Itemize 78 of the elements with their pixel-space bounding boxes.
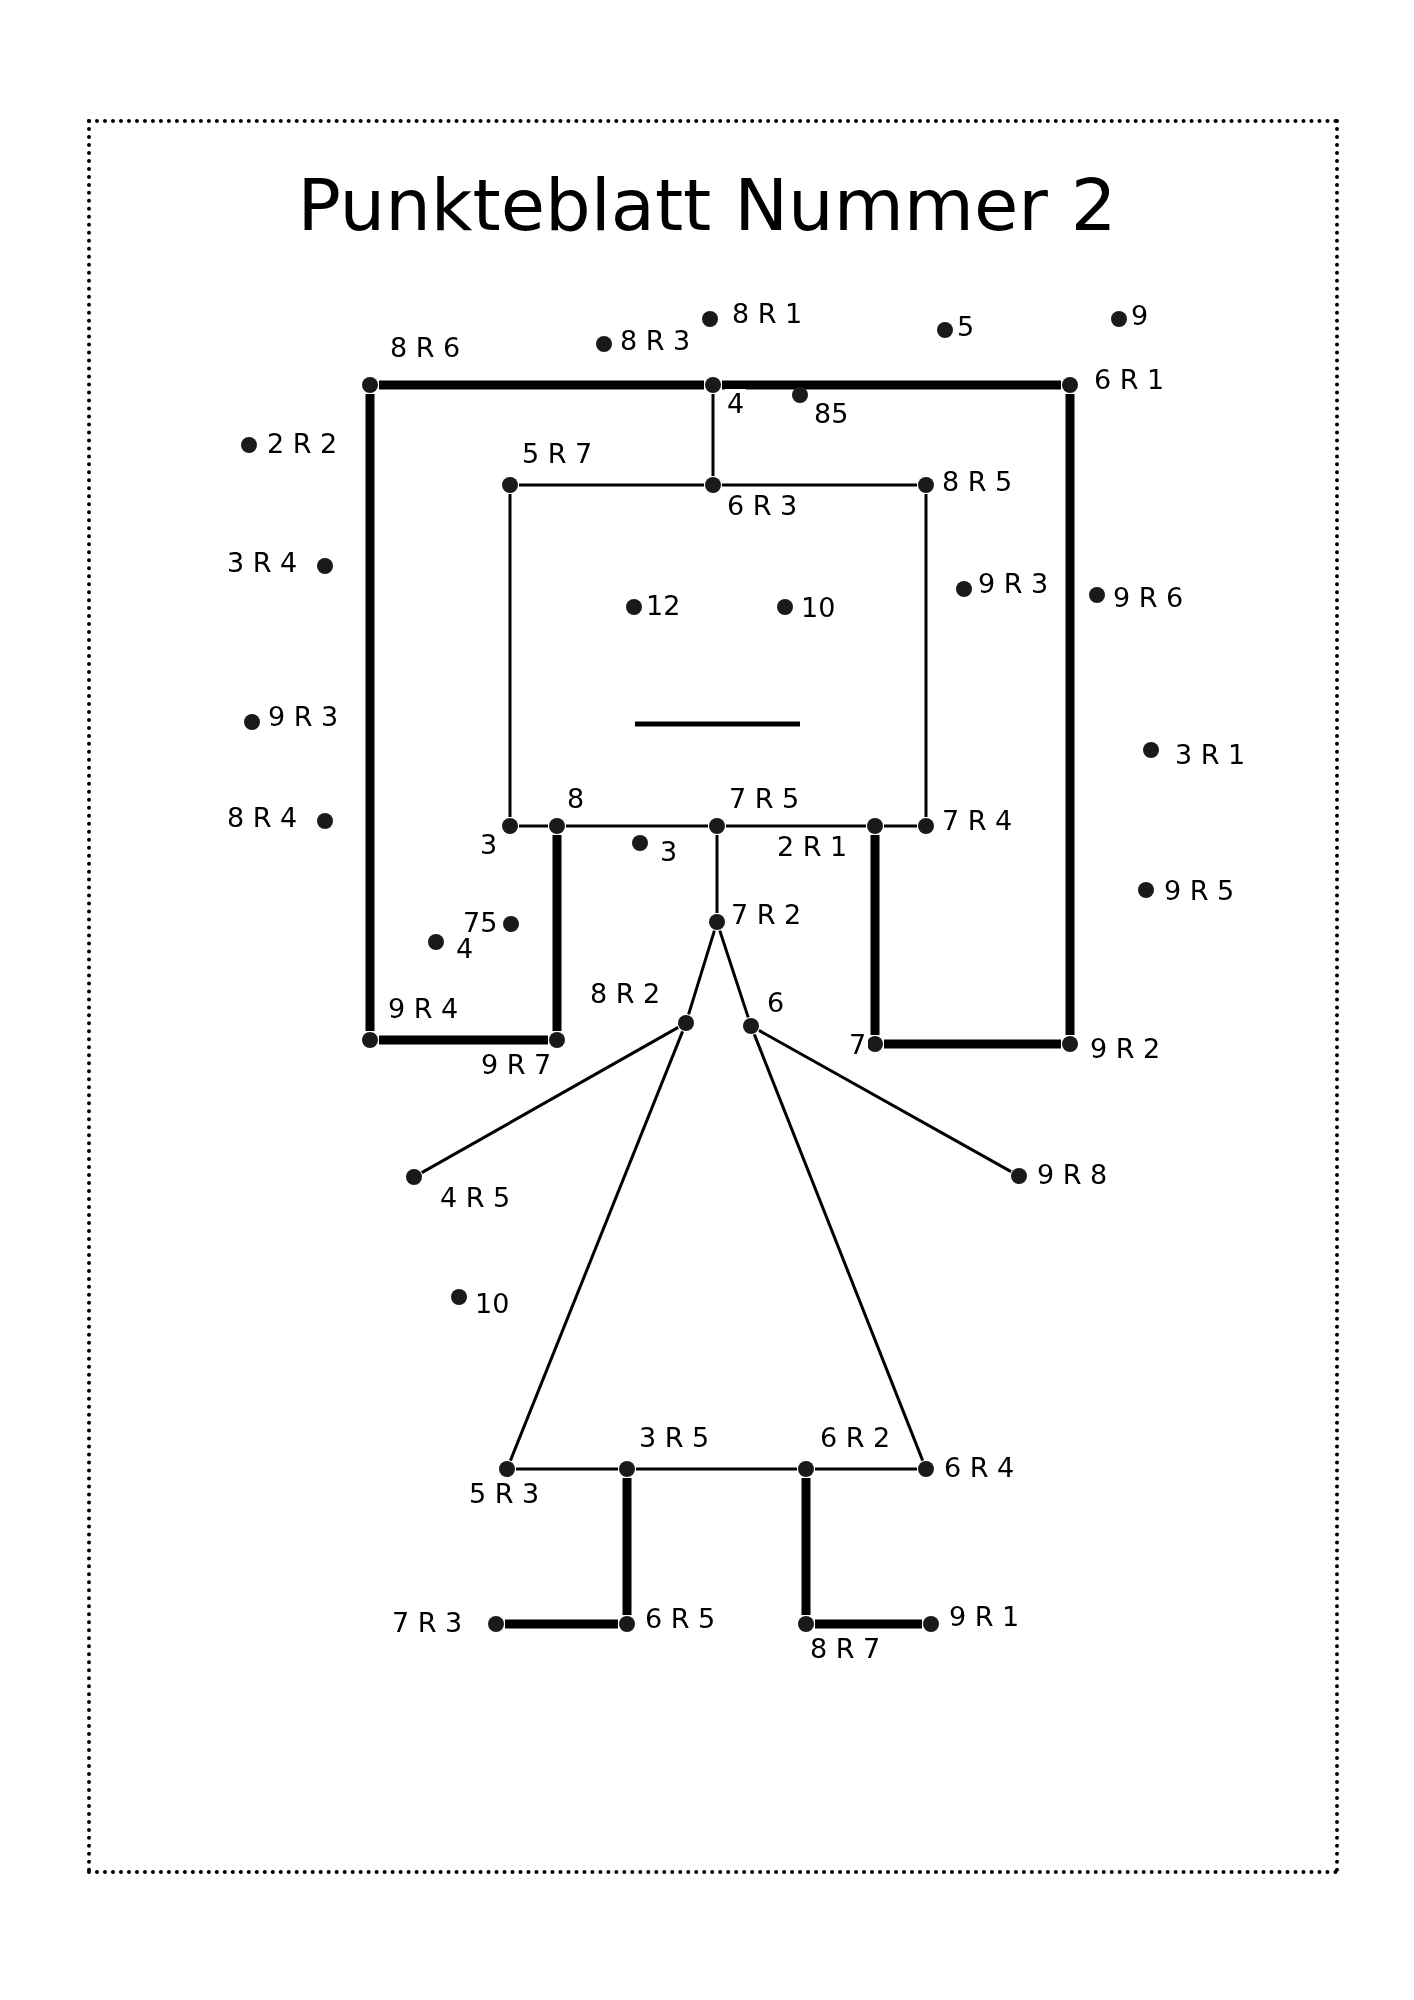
- dot: [709, 818, 725, 834]
- dot: [1089, 587, 1105, 603]
- dot: [777, 599, 793, 615]
- connecting-line: [509, 1030, 684, 1462]
- dot: [488, 1616, 504, 1632]
- dot: [956, 581, 972, 597]
- connecting-line: [722, 483, 917, 487]
- dot: [1062, 377, 1078, 393]
- connecting-line: [924, 494, 928, 817]
- dot: [619, 1461, 635, 1477]
- dot: [503, 916, 519, 932]
- dot: [709, 914, 725, 930]
- title: Punkteblatt Nummer 2: [296, 162, 1118, 249]
- dot: [244, 714, 260, 730]
- dot: [918, 477, 934, 493]
- dot: [502, 818, 518, 834]
- connecting-line: [801, 1478, 811, 1615]
- dot: [743, 1018, 759, 1034]
- dot: [317, 813, 333, 829]
- connecting-line: [726, 824, 866, 828]
- dot: [918, 818, 934, 834]
- dot: [502, 477, 518, 493]
- connecting-line: [566, 824, 708, 828]
- connecting-line: [758, 1029, 1012, 1173]
- dot: [362, 1032, 378, 1048]
- connecting-line: [505, 1619, 618, 1629]
- dot: [428, 934, 444, 950]
- connecting-line: [711, 394, 715, 476]
- connecting-line: [715, 835, 719, 913]
- dot: [1011, 1168, 1027, 1184]
- connecting-line: [687, 930, 716, 1015]
- dot: [1062, 1036, 1078, 1052]
- connecting-line: [884, 824, 917, 828]
- connecting-line: [815, 1467, 917, 1471]
- dot: [867, 818, 883, 834]
- connecting-line: [516, 1467, 618, 1471]
- dot: [1138, 882, 1154, 898]
- dot: [678, 1015, 694, 1031]
- connecting-line: [379, 380, 704, 390]
- dot: [923, 1616, 939, 1632]
- dot: [1111, 311, 1127, 327]
- dot: [406, 1169, 422, 1185]
- dot: [626, 599, 642, 615]
- dot: [705, 377, 721, 393]
- connecting-line: [379, 1035, 548, 1045]
- dot: [362, 377, 378, 393]
- connecting-line: [815, 1619, 922, 1629]
- connecting-line: [552, 835, 562, 1031]
- dot: [241, 437, 257, 453]
- dot: [702, 311, 718, 327]
- connecting-line: [421, 1026, 679, 1174]
- dot: [792, 387, 808, 403]
- dot: [937, 322, 953, 338]
- connecting-line: [884, 1039, 1061, 1049]
- dot: [317, 558, 333, 574]
- dot: [549, 1032, 565, 1048]
- dot: [798, 1616, 814, 1632]
- dot: [918, 1461, 934, 1477]
- connecting-line: [622, 1478, 632, 1615]
- dot: [499, 1461, 515, 1477]
- connecting-line: [752, 1033, 925, 1462]
- connecting-line: [722, 380, 1061, 390]
- dot: [596, 336, 612, 352]
- connecting-line: [718, 930, 750, 1018]
- dot: [549, 818, 565, 834]
- connecting-line: [365, 394, 375, 1031]
- dot: [451, 1289, 467, 1305]
- dot: [619, 1616, 635, 1632]
- connecting-line: [519, 483, 704, 487]
- connecting-line: [508, 494, 512, 817]
- dot: [1143, 742, 1159, 758]
- connecting-line: [1065, 394, 1075, 1035]
- connecting-line: [519, 824, 548, 828]
- connecting-line: [870, 835, 880, 1035]
- dot: [632, 835, 648, 851]
- dot: [798, 1461, 814, 1477]
- dot: [705, 477, 721, 493]
- connecting-line: [636, 1467, 797, 1471]
